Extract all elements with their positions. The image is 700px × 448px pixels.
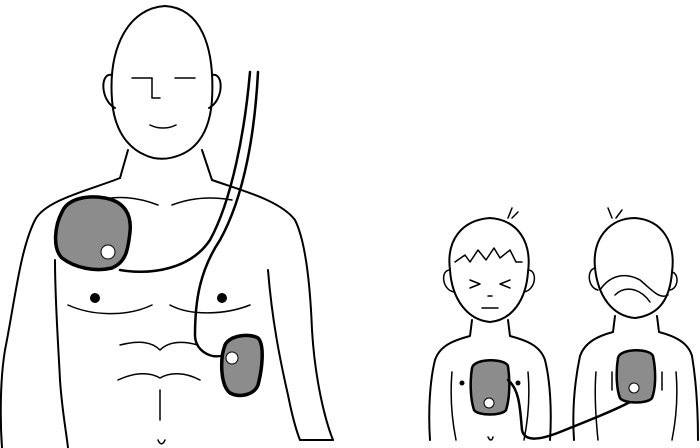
pad-connector-icon: [226, 352, 238, 364]
adult-right-nipple: [217, 293, 227, 303]
adult-left-ear: [103, 75, 115, 108]
child-front-eyes: [470, 280, 510, 288]
adult-pad-cable-upper: [120, 72, 250, 272]
adult-pad-upper-chest: [56, 197, 131, 270]
child-back-hair: [600, 276, 668, 302]
adult-right-ear: [209, 75, 221, 108]
pad-connector-icon: [629, 383, 639, 393]
child-front-nose-mouth: [482, 296, 498, 308]
adult-pad-side-chest: [222, 335, 262, 395]
child-front-head: [449, 218, 528, 322]
child-front-ears: [444, 270, 535, 292]
adult-pectorals: [68, 305, 250, 314]
adult-right-arm-inner: [268, 270, 300, 440]
child-back-pad: [617, 350, 655, 402]
child-back-figure: [573, 208, 698, 440]
pad-connector-icon: [484, 398, 494, 408]
child-front-left-nipple: [460, 381, 465, 386]
adult-left-arm-inner: [55, 260, 68, 448]
adult-neck: [120, 150, 212, 180]
adult-mouth: [150, 125, 176, 128]
adult-figure: [1, 6, 333, 448]
child-front-right-nipple: [516, 381, 521, 386]
adult-nose: [152, 78, 160, 98]
adult-head: [112, 6, 213, 159]
child-front-navel: [488, 437, 493, 440]
pad-connector-icon: [101, 245, 115, 259]
child-front-hair-tuft: [508, 208, 518, 218]
adult-left-nipple: [90, 293, 100, 303]
child-pad-cable: [508, 380, 634, 439]
child-front-hair: [455, 248, 522, 262]
child-front-pad: [471, 360, 510, 414]
child-back-hair-tuft: [608, 208, 622, 218]
adult-abdomen: [118, 342, 200, 443]
child-back-head: [595, 218, 673, 318]
adult-pad-cable-lower: [195, 72, 258, 356]
adult-torso-outline: [1, 178, 333, 448]
